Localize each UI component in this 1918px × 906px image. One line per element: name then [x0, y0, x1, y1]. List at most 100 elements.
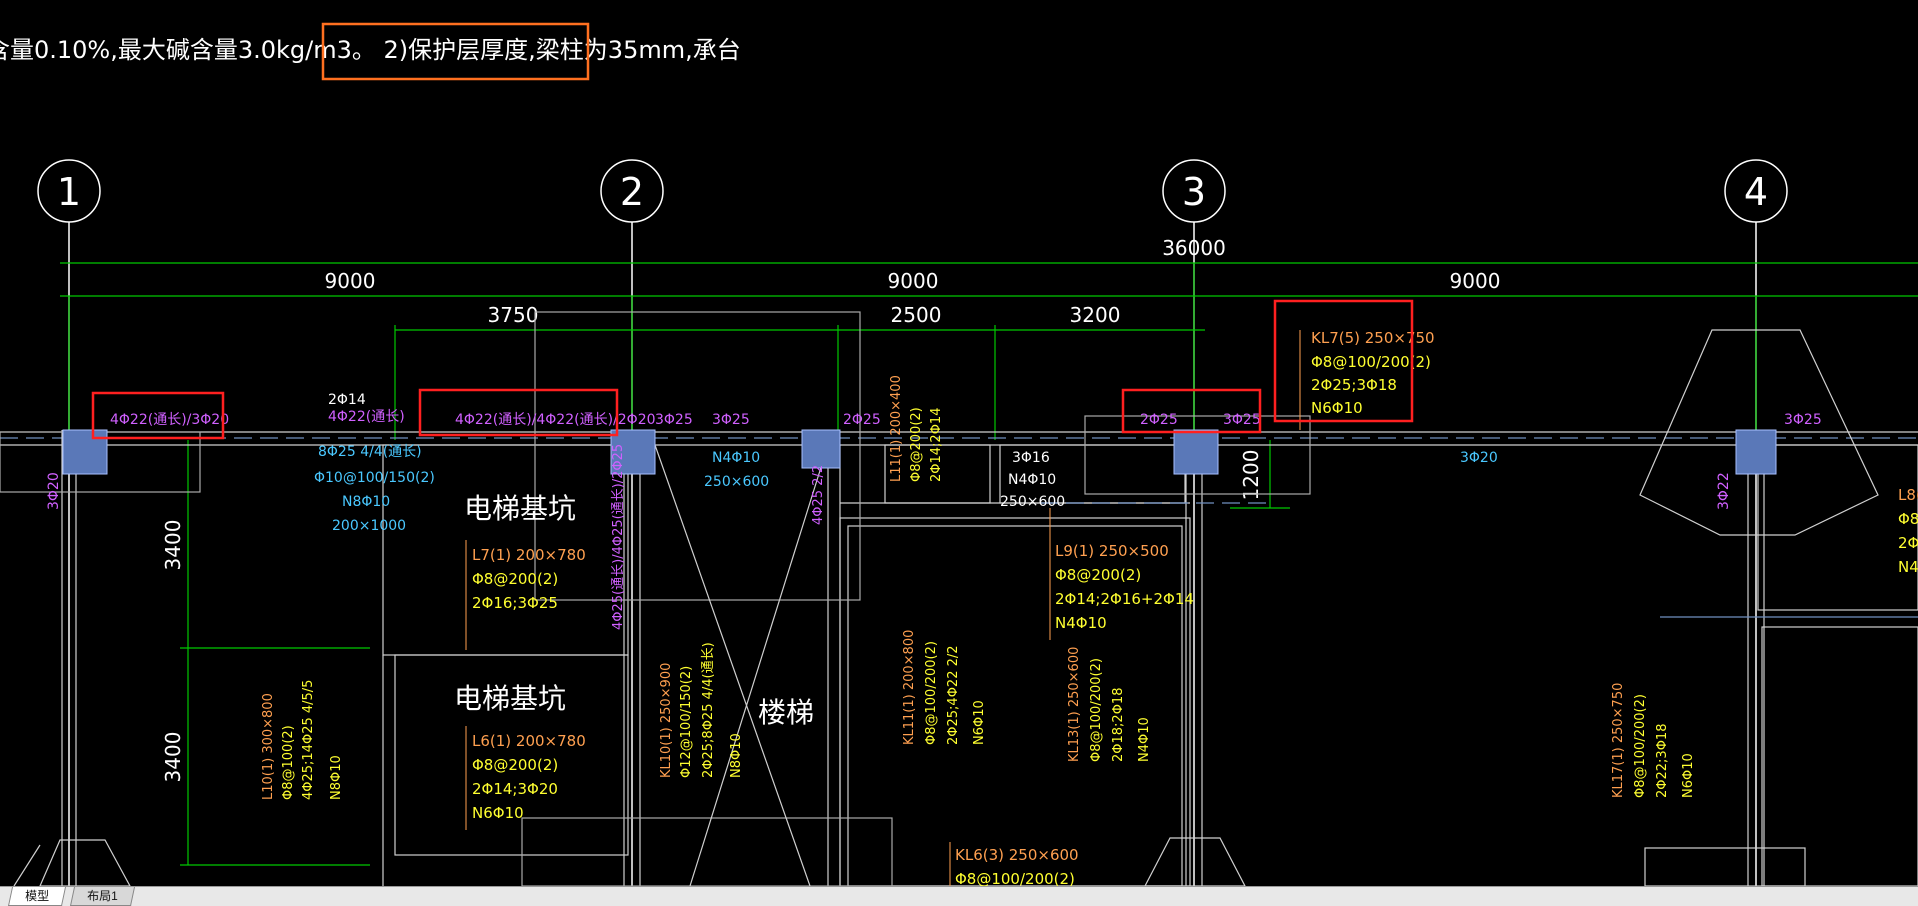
- kl11-line1: KL11(1) 200×800: [902, 630, 917, 745]
- axis-label-2: 2: [620, 170, 644, 214]
- axis-label-3: 3: [1182, 170, 1206, 214]
- l10-line4: N8Φ10: [329, 755, 344, 800]
- rebar-top-4a: 3Φ25: [655, 412, 693, 428]
- l10-line1: L10(1) 300×800: [261, 693, 276, 800]
- mid-line5: 250×600: [1000, 494, 1065, 510]
- room-elevator-pit-2: 电梯基坑: [454, 682, 566, 715]
- dim-span-3: 9000: [1450, 269, 1501, 293]
- rebar-top-2b: 4Φ22(通长): [328, 409, 405, 425]
- rebar-left-col: 3Φ20: [46, 472, 62, 510]
- l6-line1: L6(1) 200×780: [472, 732, 586, 750]
- l6-line3: 2Φ14;3Φ20: [472, 780, 558, 798]
- column-a2: [610, 429, 656, 475]
- kla-line4: 200×1000: [332, 518, 406, 534]
- kl17-line3: 2Φ22;3Φ18: [1655, 724, 1670, 798]
- l7-line2: Φ8@200(2): [472, 570, 558, 588]
- tab-layout1[interactable]: 布局1: [69, 887, 135, 906]
- kl13-line3: 2Φ18;2Φ18: [1111, 688, 1126, 762]
- l10-line2: Φ8@100(2): [281, 725, 296, 800]
- kl13-line2: Φ8@100/200(2): [1089, 658, 1104, 762]
- highlight-box-rebar-2: [418, 388, 619, 437]
- room-elevator-pit-1: 电梯基坑: [464, 492, 576, 525]
- rebar-top-3: 4Φ22(通长)/4Φ22(通长)/2Φ20: [455, 412, 656, 428]
- l9-line4: N4Φ10: [1055, 614, 1107, 632]
- dim-total: 36000: [1162, 236, 1226, 260]
- column-a1: [62, 429, 108, 475]
- kl17-line4: N6Φ10: [1681, 753, 1696, 798]
- mid-line1: N4Φ10: [712, 450, 760, 466]
- l8-line4: N4: [1898, 558, 1918, 576]
- axis-label-4: 4: [1744, 170, 1768, 214]
- mid-line2: 250×600: [704, 474, 769, 490]
- rebar-right-col: 3Φ22: [1716, 472, 1732, 510]
- l8-line3: 2Φ: [1898, 534, 1918, 552]
- l11-line3: 2Φ14;2Φ14: [929, 408, 944, 482]
- l11-line1: L11(1) 200×400: [889, 375, 904, 482]
- kl10-line4: N8Φ10: [729, 733, 744, 778]
- rebar-top-6b: 3Φ25: [1223, 412, 1261, 428]
- axis-label-1: 1: [57, 170, 81, 214]
- kl17-line2: Φ8@100/200(2): [1633, 694, 1648, 798]
- col2-rebar: 4Φ25(通长)/4Φ25(通长)/2Φ25: [611, 444, 626, 630]
- kl10-line1: KL10(1) 250×900: [659, 663, 674, 778]
- kla-line1: 8Φ25 4/4(通长): [318, 444, 422, 460]
- l7-line3: 2Φ16;3Φ25: [472, 594, 558, 612]
- highlight-box-rebar-3: [1121, 388, 1262, 434]
- rebar-top-6a: 2Φ25: [1140, 412, 1178, 428]
- l6-line4: N6Φ10: [472, 804, 524, 822]
- mid-line4: N4Φ10: [1008, 472, 1056, 488]
- kl13-line4: N4Φ10: [1137, 717, 1152, 762]
- structural-plan: 含量0.10%,最大碱含量3.0kg/m3。 2)保护层厚度,梁柱为35mm,承…: [0, 22, 1918, 886]
- rebar-bot-1: 3Φ20: [1460, 450, 1498, 466]
- kl11-line3: 2Φ25;4Φ22 2/2: [946, 645, 961, 745]
- l11-line2: Φ8@200(2): [909, 407, 924, 482]
- l9-line3: 2Φ14;2Φ16+2Φ14: [1055, 590, 1194, 608]
- dim-vertical-2: 3400: [161, 732, 185, 783]
- highlight-box-kl7: [1273, 299, 1414, 423]
- kl7-line2: Φ8@100/200(2): [1311, 353, 1431, 371]
- highlight-box-rebar-1: [91, 391, 225, 440]
- kl7-line4: N6Φ10: [1311, 399, 1363, 417]
- dim-sub-3: 3200: [1070, 303, 1121, 327]
- kl7-line1: KL7(5) 250×750: [1311, 329, 1435, 347]
- kl7-line3: 2Φ25;3Φ18: [1311, 376, 1397, 394]
- l9-line2: Φ8@200(2): [1055, 566, 1141, 584]
- rebar-top-1: 4Φ22(通长)/3Φ20: [110, 412, 229, 428]
- l10-line3: 4Φ25;14Φ25 4/5/5: [301, 680, 316, 800]
- column-a3: [1173, 429, 1219, 475]
- l6-line2: Φ8@200(2): [472, 756, 558, 774]
- dim-span-2: 9000: [888, 269, 939, 293]
- kl11-line2: Φ8@100/200(2): [924, 641, 939, 745]
- dim-span-1: 9000: [325, 269, 376, 293]
- rebar-top-2a: 2Φ14: [328, 392, 366, 408]
- l8-line1: L8(: [1898, 486, 1918, 504]
- kla-line2: Φ10@100/150(2): [314, 470, 435, 486]
- l9-line1: L9(1) 250×500: [1055, 542, 1169, 560]
- kl13-line1: KL13(1) 250×600: [1067, 647, 1082, 762]
- layout-tab-bar: 模型 布局1: [0, 886, 1918, 906]
- kl6-line1: KL6(3) 250×600: [955, 846, 1079, 864]
- highlight-box-header: [321, 22, 590, 81]
- dim-sub-1: 3750: [488, 303, 539, 327]
- column-a4: [1735, 429, 1777, 475]
- l7-line1: L7(1) 200×780: [472, 546, 586, 564]
- rebar-top-7: 3Φ25: [1784, 412, 1822, 428]
- kla-line3: N8Φ10: [342, 494, 390, 510]
- dim-offset: 1200: [1239, 450, 1263, 501]
- column-stair: [801, 429, 841, 469]
- dim-vertical-1: 3400: [161, 520, 185, 571]
- kl17-line1: KL17(1) 250×750: [1611, 683, 1626, 798]
- tab-model[interactable]: 模型: [7, 887, 67, 906]
- kl10-line2: Φ12@100/150(2): [679, 666, 694, 778]
- kl11-line4: N6Φ10: [972, 700, 987, 745]
- kl6-line2: Φ8@100/200(2): [955, 870, 1075, 886]
- col-stair-rebar: 4Φ25 2/2: [811, 465, 826, 525]
- rebar-top-4b: 3Φ25: [712, 412, 750, 428]
- mid-line3: 3Φ16: [1012, 450, 1050, 466]
- header-note: 含量0.10%,最大碱含量3.0kg/m3。 2)保护层厚度,梁柱为35mm,承…: [0, 36, 741, 64]
- l8-line2: Φ8: [1898, 510, 1918, 528]
- room-stairs: 楼梯: [758, 696, 814, 729]
- kl10-line3: 2Φ25;8Φ25 4/4(通长): [701, 642, 716, 778]
- rebar-top-5: 2Φ25: [843, 412, 881, 428]
